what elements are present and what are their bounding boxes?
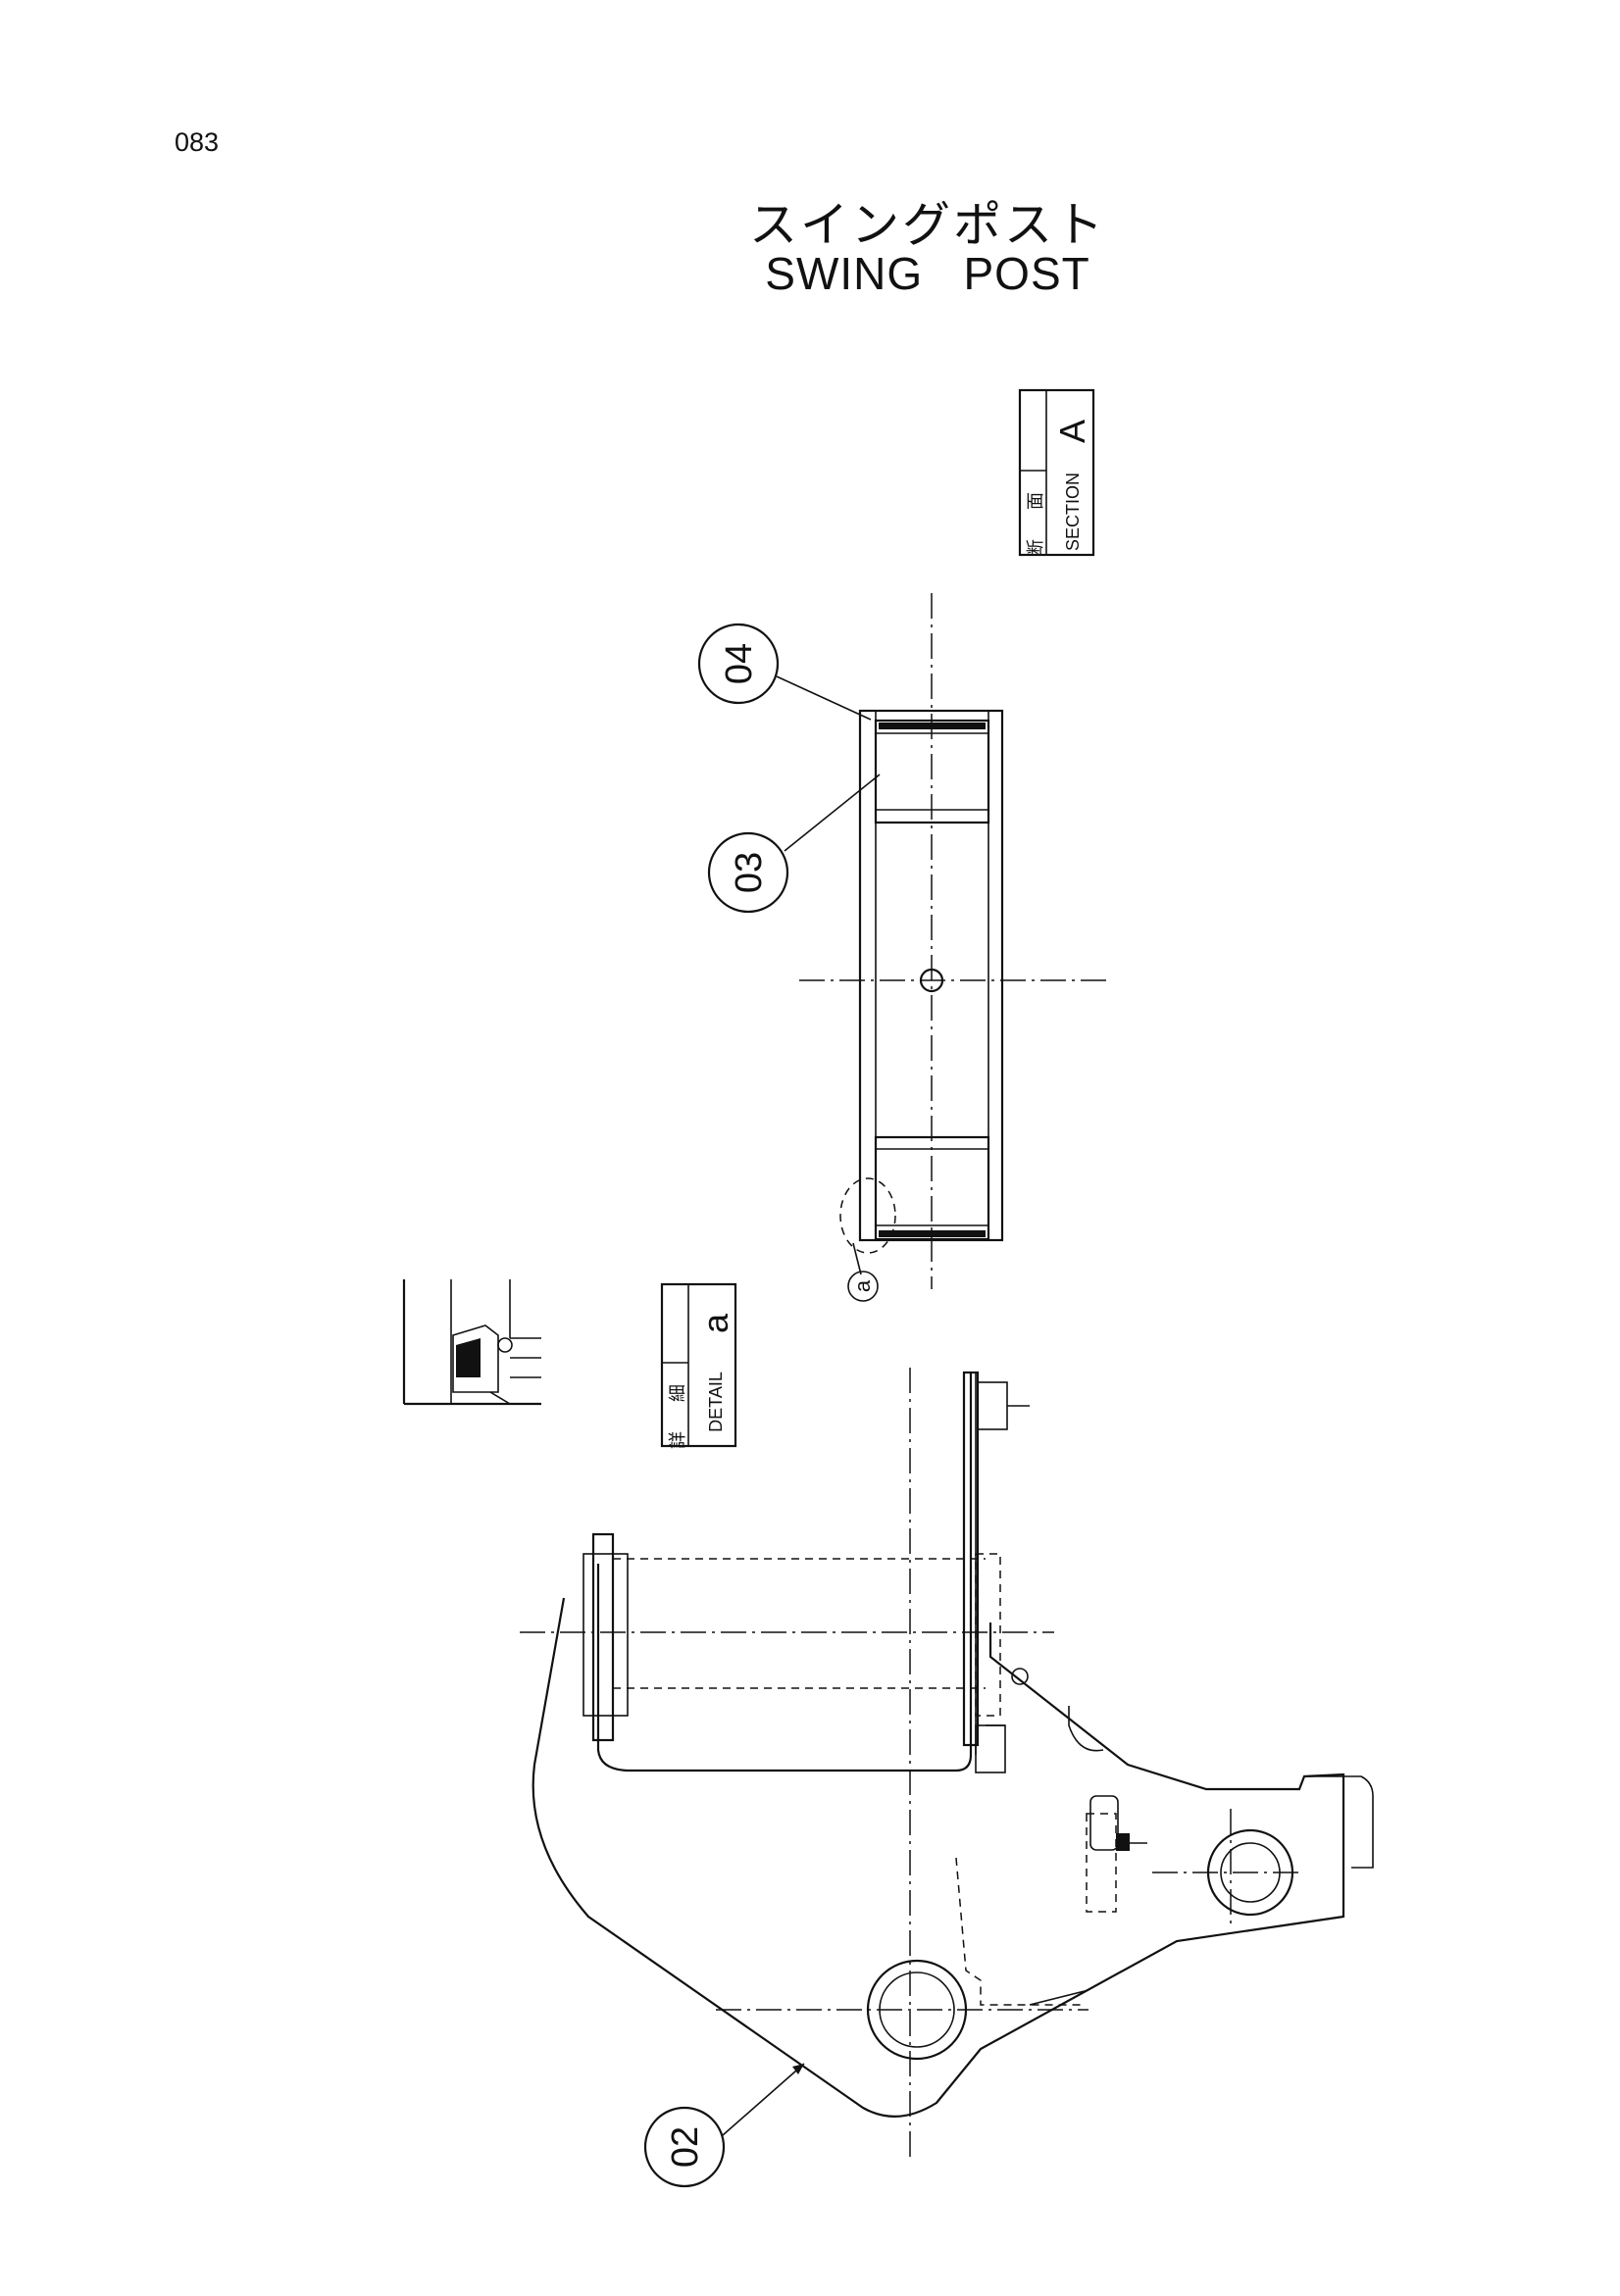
callout-03-text: 03: [729, 852, 770, 893]
callout-02-text: 02: [665, 2126, 706, 2168]
section-letter: A: [1052, 420, 1092, 443]
section-text-en: SECTION: [1063, 473, 1083, 551]
detail-a-sketch: [402, 1279, 541, 1406]
detail-letter: a: [695, 1313, 735, 1333]
callout-03: 03: [707, 774, 881, 914]
title-english: SWING POST: [765, 248, 1090, 299]
title-japanese: スイングポスト: [748, 197, 1106, 253]
detail-text-jp: 詳細: [668, 1355, 688, 1449]
callout-04-text: 04: [719, 643, 760, 684]
section-label-box: A SECTION 断面: [1018, 388, 1095, 557]
detail-callout-letter: a: [850, 1279, 875, 1292]
callout-04: 04: [697, 623, 872, 721]
callout-02: 02: [643, 2063, 805, 2188]
page-number: 083: [175, 127, 220, 157]
swing-post-body: [520, 1368, 1374, 2162]
detail-label-box: a DETAIL 詳細: [660, 1282, 737, 1449]
section-a-view: a: [799, 593, 1108, 1302]
detail-text-en: DETAIL: [706, 1372, 726, 1432]
section-text-jp: 断面: [1026, 463, 1046, 557]
